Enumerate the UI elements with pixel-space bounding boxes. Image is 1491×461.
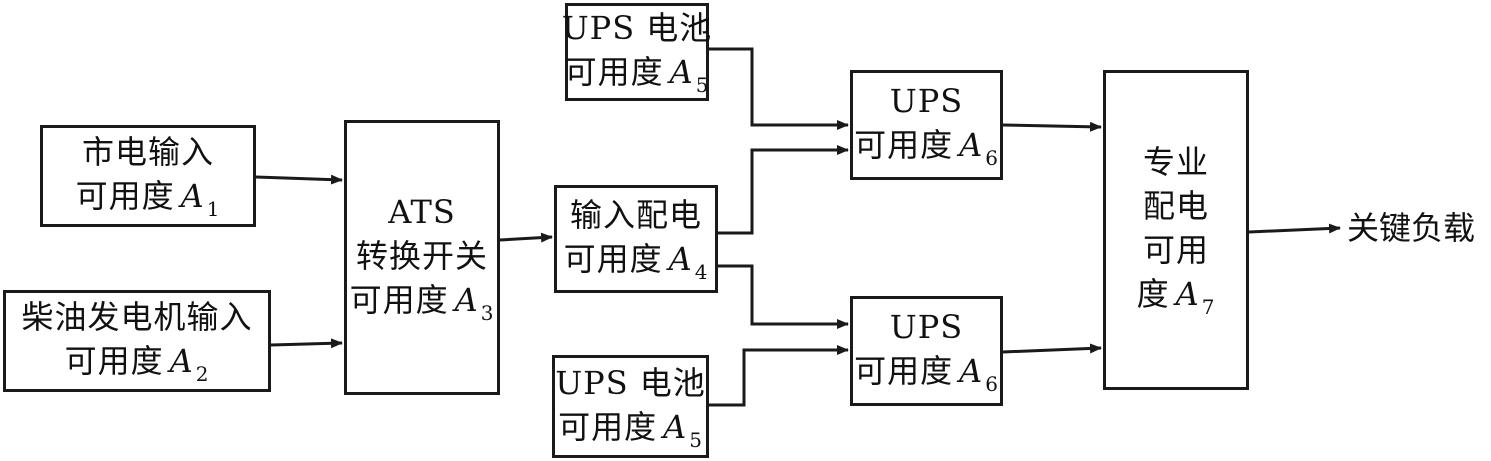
arrow-input-dist-to-ups-top [718,145,849,235]
node-label-3: 可用 [1142,231,1209,269]
arrow-diesel-to-ats [270,338,343,349]
arrow-ups-bottom-to-dedicated [1002,343,1102,354]
node-label: ATS [388,192,456,231]
node-label: 输入配电 [569,196,702,234]
node-label: 专业 [1142,143,1209,181]
arrow-battery-bottom-to-ups-bottom [709,345,849,407]
node-label-2: 配电 [1142,187,1209,225]
node-label-2: 转换开关 [355,236,488,275]
arrow-ats-to-input-dist [499,232,553,243]
arrow-ups-top-to-dedicated [1002,121,1102,132]
node-label: UPS 电池 [555,363,706,402]
node-label: UPS [889,82,964,120]
arrow-mains-to-ats [255,174,343,185]
node-label: 市电输入 [81,133,214,171]
node-label: 柴油发电机输入 [21,298,253,336]
critical-load-label: 关键负载 [1347,209,1476,247]
arrow-battery-top-to-ups-top [709,47,849,130]
node-label: UPS 电池 [561,9,713,47]
arrow-dedicated-to-load [1248,223,1341,234]
arrow-input-dist-to-ups-bottom [718,264,849,329]
node-label: UPS [889,308,964,346]
